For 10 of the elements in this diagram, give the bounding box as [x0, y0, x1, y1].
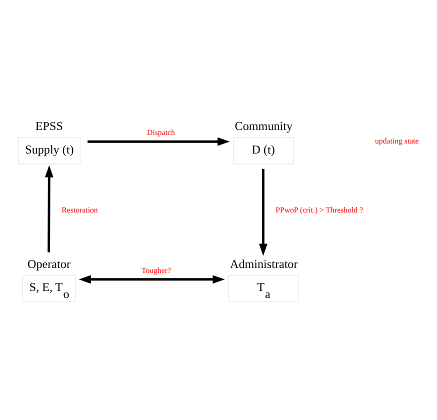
arrow: [258, 168, 268, 256]
arrow: [78, 274, 225, 284]
node-label: EPSS: [35, 118, 63, 133]
node-box: D (t): [233, 136, 294, 164]
arrow: [44, 164, 54, 252]
arrow: [88, 136, 230, 146]
node-label: Community: [234, 118, 293, 133]
node-box: Supply (t): [18, 136, 80, 164]
node-label: Administrator: [230, 256, 298, 270]
node-label: Operator: [28, 256, 70, 270]
